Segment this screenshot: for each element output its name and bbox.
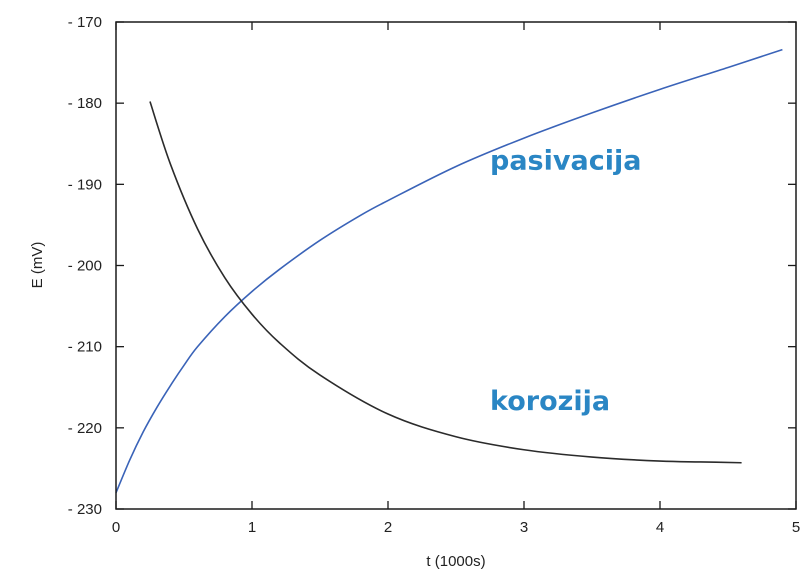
x-tick-label: 5 [792,519,800,536]
x-tick-label: 0 [112,519,120,536]
y-tick-label: - 230 [68,501,102,518]
series-layer [115,48,783,494]
tick-layer [115,21,797,510]
annotation-pasivacija: pasivacija [490,146,641,177]
label-layer: 0 1 2 3 4 5 - 170 - 180 - 190 - 200 - 210 - 220 - 23… [68,14,800,536]
x-tick-label: 1 [248,519,256,536]
annotation-korozija: korozija [490,386,610,417]
series-line-pasivacija [115,48,783,494]
y-tick-label: - 190 [68,176,102,193]
x-axis-label: t (1000s) [426,553,485,570]
y-tick-label: - 210 [68,339,102,356]
x-tick-label: 3 [520,519,528,536]
plot-background [116,22,796,509]
x-tick-label: 4 [656,519,664,536]
y-tick-label: - 170 [68,14,102,31]
y-axis-label: E (mV) [29,242,46,289]
annotation-layer: pasivacija korozija [490,146,641,417]
y-tick-label: - 200 [68,258,102,275]
series-line-korozija [149,101,742,464]
x-tick-label: 2 [384,519,392,536]
y-tick-label: - 180 [68,95,102,112]
y-tick-label: - 220 [68,420,102,437]
